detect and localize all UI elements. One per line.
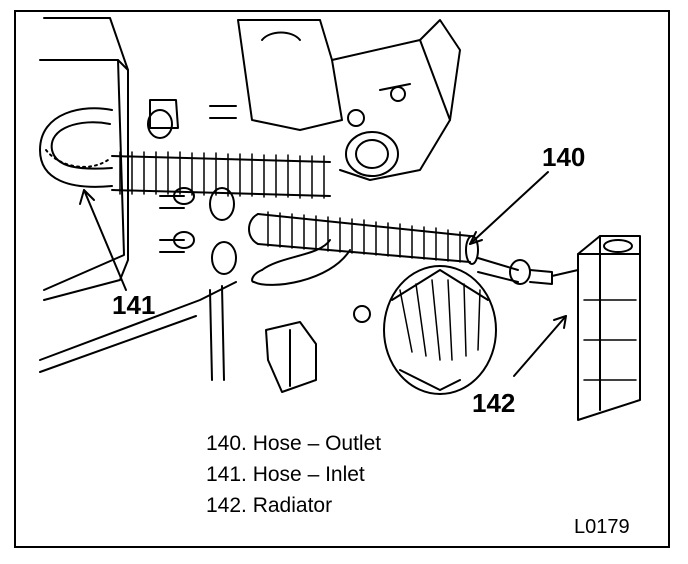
parts-legend: 140. Hose – Outlet 141. Hose – Inlet 142… bbox=[206, 428, 381, 521]
figure-frame bbox=[14, 10, 670, 548]
figure-code: L0179 bbox=[574, 516, 630, 538]
leader-line-140 bbox=[469, 171, 549, 245]
water-pump bbox=[353, 265, 497, 395]
callout-142: 142 bbox=[472, 388, 516, 418]
inlet-hose bbox=[39, 107, 331, 199]
legend-item-outlet-hose: 140. Hose – Outlet bbox=[206, 432, 382, 455]
leader-line-142 bbox=[513, 315, 567, 377]
legend-item-inlet-hose: 141. Hose – Inlet bbox=[206, 463, 365, 486]
legend-item-radiator: 142. Radiator bbox=[206, 494, 333, 517]
callout-140: 140 bbox=[542, 142, 586, 172]
hose-clamps bbox=[147, 99, 237, 275]
outlet-hose bbox=[248, 211, 479, 265]
callout-141: 141 bbox=[112, 290, 156, 320]
heater-panel bbox=[43, 17, 129, 301]
radiator bbox=[551, 235, 641, 421]
leader-line-141 bbox=[83, 189, 127, 291]
